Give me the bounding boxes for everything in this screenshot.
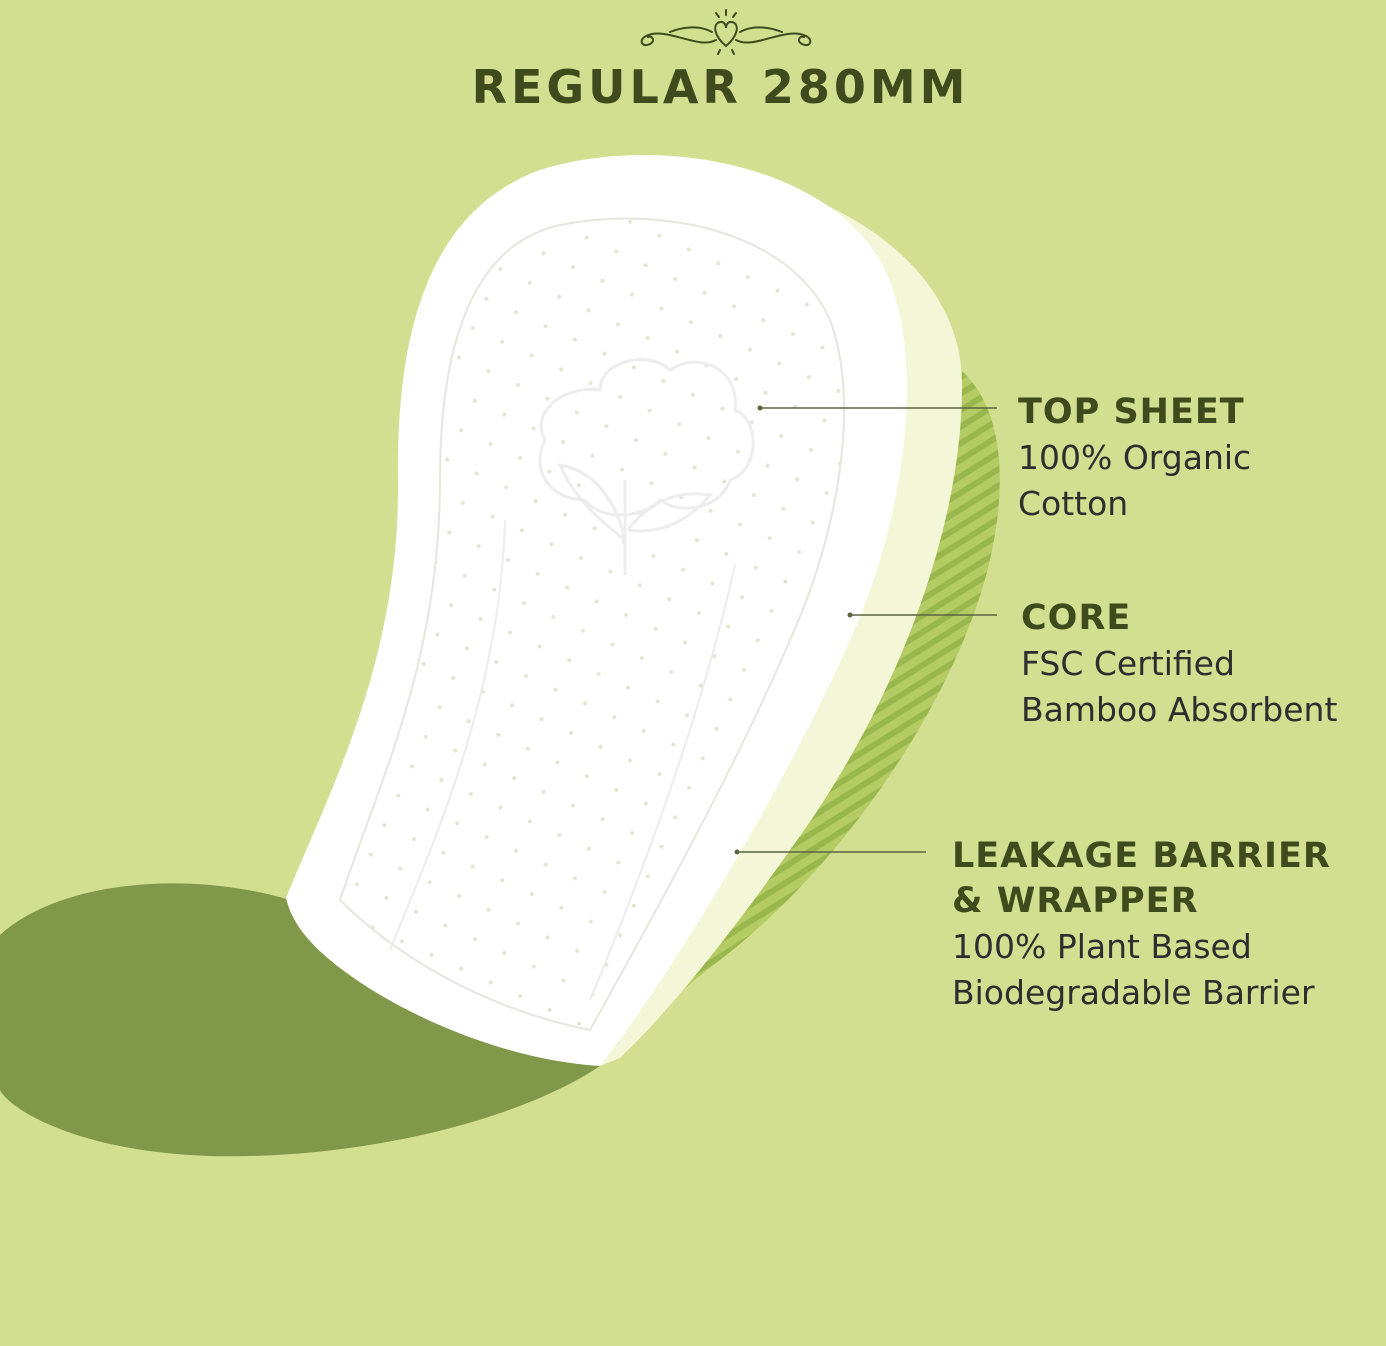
layer-name: LEAKAGE BARRIER <box>952 836 1331 876</box>
core-label: CORE FSC Certified Bamboo Absorbent <box>1021 596 1337 733</box>
layer-desc-line: 100% Organic <box>1018 438 1252 477</box>
layer-name: TOP SHEET <box>1018 392 1245 432</box>
cotton-boll-icon <box>538 358 755 575</box>
layer-desc-line: Cotton <box>1018 484 1129 523</box>
wrapper-layer <box>0 883 600 1157</box>
layer-name: & WRAPPER <box>952 881 1199 921</box>
layer-name: CORE <box>1021 598 1132 638</box>
leakage-barrier-label: LEAKAGE BARRIER & WRAPPER 100% Plant Bas… <box>952 834 1331 1016</box>
layer-desc-line: 100% Plant Based <box>952 927 1252 966</box>
layer-desc-line: FSC Certified <box>1021 644 1235 683</box>
heart-flourish-icon <box>640 9 812 55</box>
layer-desc-line: Bamboo Absorbent <box>1021 690 1338 729</box>
core-layer <box>600 190 963 1066</box>
top-sheet-label: TOP SHEET 100% Organic Cotton <box>1018 390 1251 527</box>
barrier-layer <box>610 365 1000 1060</box>
page-title: REGULAR 280MM <box>471 60 970 114</box>
layer-desc-line: Biodegradable Barrier <box>952 973 1315 1012</box>
